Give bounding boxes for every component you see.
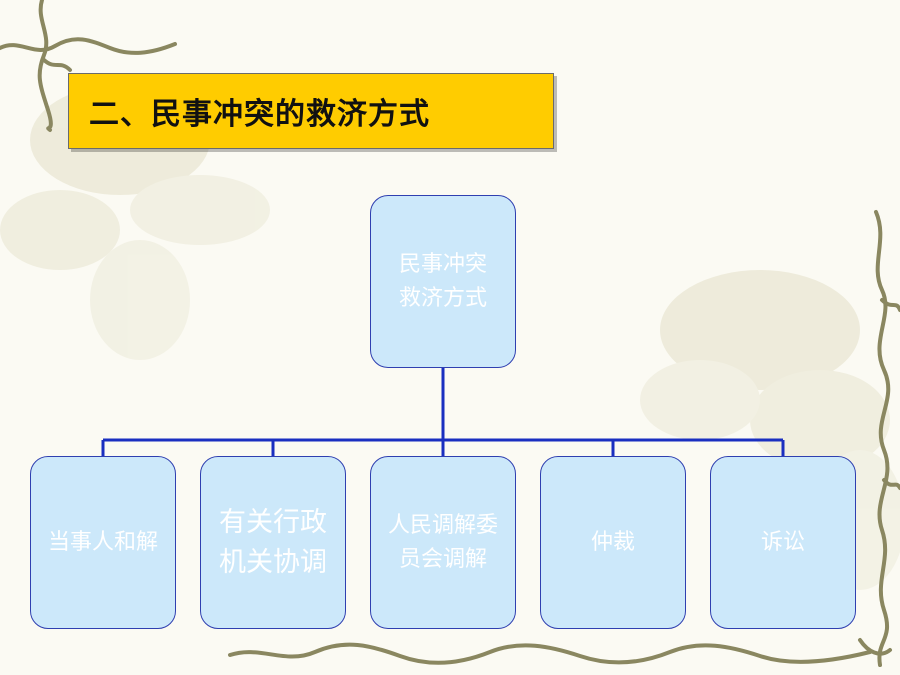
diagram-child-node-administrative-coordination: 有关行政 机关协调 [200,456,346,629]
slide-title-box: 二、民事冲突的救济方式 [68,73,554,149]
diagram-child-node-litigation: 诉讼 [710,456,856,629]
vine-right [874,210,900,667]
vine-bottom [228,638,892,665]
slide-title: 二、民事冲突的救济方式 [89,97,430,132]
diagram-root-node: 民事冲突 救济方式 [370,195,516,368]
diagram-child-node-reconciliation: 当事人和解 [30,456,176,629]
diagram-child-node-arbitration: 仲裁 [540,456,686,629]
diagram-child-node-mediation: 人民调解委 员会调解 [370,456,516,629]
vine-top-left [0,0,177,132]
